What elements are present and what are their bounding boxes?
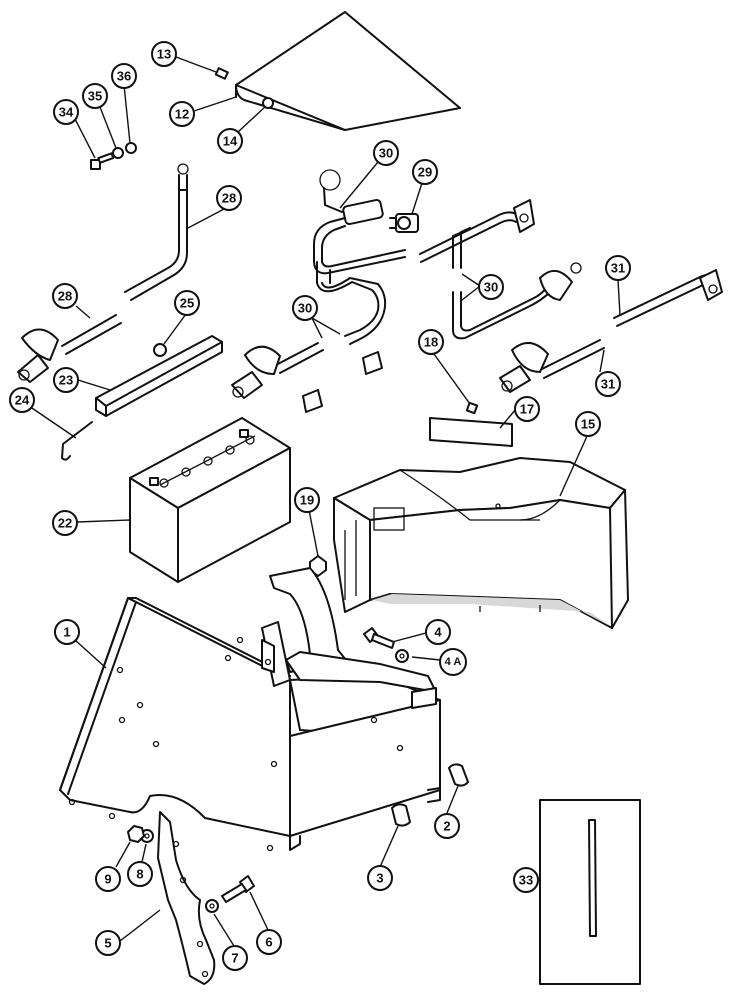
callout-30-center: 30 (292, 295, 318, 321)
callout-label: 3 (376, 871, 383, 886)
callout-4a: 4 A (439, 648, 467, 676)
callout-label: 18 (424, 335, 438, 350)
callout-label: 31 (601, 377, 615, 392)
callout-label: 28 (222, 191, 236, 206)
cable-clip-b (302, 389, 323, 413)
callout-label: 6 (265, 935, 272, 950)
callout-label: 35 (88, 89, 102, 104)
callout-14: 14 (217, 128, 243, 154)
callout-28-lower: 28 (52, 283, 78, 309)
callout-label: 4 A (445, 656, 462, 668)
spacer-3 (391, 803, 411, 827)
callout-17: 17 (514, 396, 540, 422)
callout-label: 8 (136, 867, 143, 882)
j-bolt-24 (61, 421, 93, 461)
callout-label: 7 (231, 951, 238, 966)
nut-36 (125, 142, 137, 154)
washer-35 (112, 147, 124, 159)
callout-label: 17 (520, 402, 534, 417)
callout-label: 15 (581, 417, 595, 432)
callout-label: 12 (175, 107, 189, 122)
callout-label: 24 (15, 393, 30, 408)
callout-1: 1 (54, 619, 80, 645)
cover-screw-13 (214, 67, 229, 80)
callout-label: 34 (59, 105, 74, 120)
callout-label: 25 (180, 296, 194, 311)
switch-29 (389, 213, 419, 233)
callout-31-lower: 31 (595, 371, 621, 397)
battery-cable-31 (499, 269, 723, 393)
callout-label: 5 (104, 936, 111, 951)
callout-label: 30 (298, 301, 312, 316)
callout-3: 3 (367, 865, 393, 891)
callout-31-upper: 31 (605, 255, 631, 281)
washer-7 (205, 899, 219, 913)
callout-18: 18 (418, 329, 444, 355)
hold-down-bar-23 (95, 335, 223, 417)
plate-17 (429, 417, 513, 447)
callout-29: 29 (412, 159, 438, 185)
callout-5: 5 (95, 930, 121, 956)
callout-label: 2 (443, 819, 450, 834)
battery-shield-15 (333, 457, 629, 629)
spacer-2 (448, 763, 469, 787)
callout-label: 29 (418, 165, 432, 180)
callout-label: 19 (300, 493, 314, 508)
callout-30-top: 30 (373, 140, 399, 166)
mounting-bracket-5 (157, 811, 216, 985)
callout-label: 31 (611, 261, 625, 276)
callout-6: 6 (256, 929, 282, 955)
battery-cable-30-right (419, 199, 582, 340)
callout-4: 4 (425, 619, 451, 645)
callout-34: 34 (53, 99, 79, 125)
callout-label: 23 (59, 373, 73, 388)
callout-2: 2 (434, 813, 460, 839)
nut-9 (127, 825, 145, 843)
bolt-6 (221, 875, 255, 903)
decal-card-33 (539, 799, 641, 985)
callout-label: 14 (223, 134, 238, 149)
callout-9: 9 (95, 866, 121, 892)
callout-33: 33 (513, 867, 539, 893)
callout-label: 33 (519, 873, 533, 888)
callout-label: 30 (379, 146, 393, 161)
callout-23: 23 (53, 367, 79, 393)
callout-24: 24 (9, 387, 35, 413)
nut-25 (153, 343, 167, 357)
battery-cover-plate (235, 11, 461, 131)
callout-25: 25 (174, 290, 200, 316)
bolt-34 (90, 152, 115, 170)
battery-cable-30 (231, 169, 406, 399)
callout-label: 4 (434, 625, 442, 640)
callout-label: 1 (63, 625, 70, 640)
callout-13: 13 (151, 41, 177, 67)
battery-cable-28 (17, 163, 189, 383)
washer-4a (395, 649, 409, 663)
callout-label: 36 (117, 69, 131, 84)
callout-15: 15 (575, 411, 601, 437)
callout-22: 22 (52, 510, 78, 536)
callout-36: 36 (111, 63, 137, 89)
callout-12: 12 (169, 101, 195, 127)
battery-22 (129, 417, 291, 583)
cable-clip-a (362, 351, 383, 375)
callout-label: 13 (157, 47, 171, 62)
callout-label: 28 (58, 289, 72, 304)
callout-label: 9 (104, 872, 111, 887)
callout-7: 7 (222, 945, 248, 971)
screw-18 (465, 401, 479, 415)
callout-35: 35 (82, 83, 108, 109)
bolt-4 (363, 627, 395, 649)
callout-28-upper: 28 (216, 185, 242, 211)
callout-30-right: 30 (478, 274, 504, 300)
callout-19: 19 (294, 487, 320, 513)
cover-nut-14 (262, 97, 274, 109)
battery-box-1 (59, 567, 441, 852)
callout-label: 22 (58, 516, 72, 531)
leader-lines (25, 56, 621, 947)
callout-8: 8 (127, 861, 153, 887)
callout-label: 30 (484, 280, 498, 295)
